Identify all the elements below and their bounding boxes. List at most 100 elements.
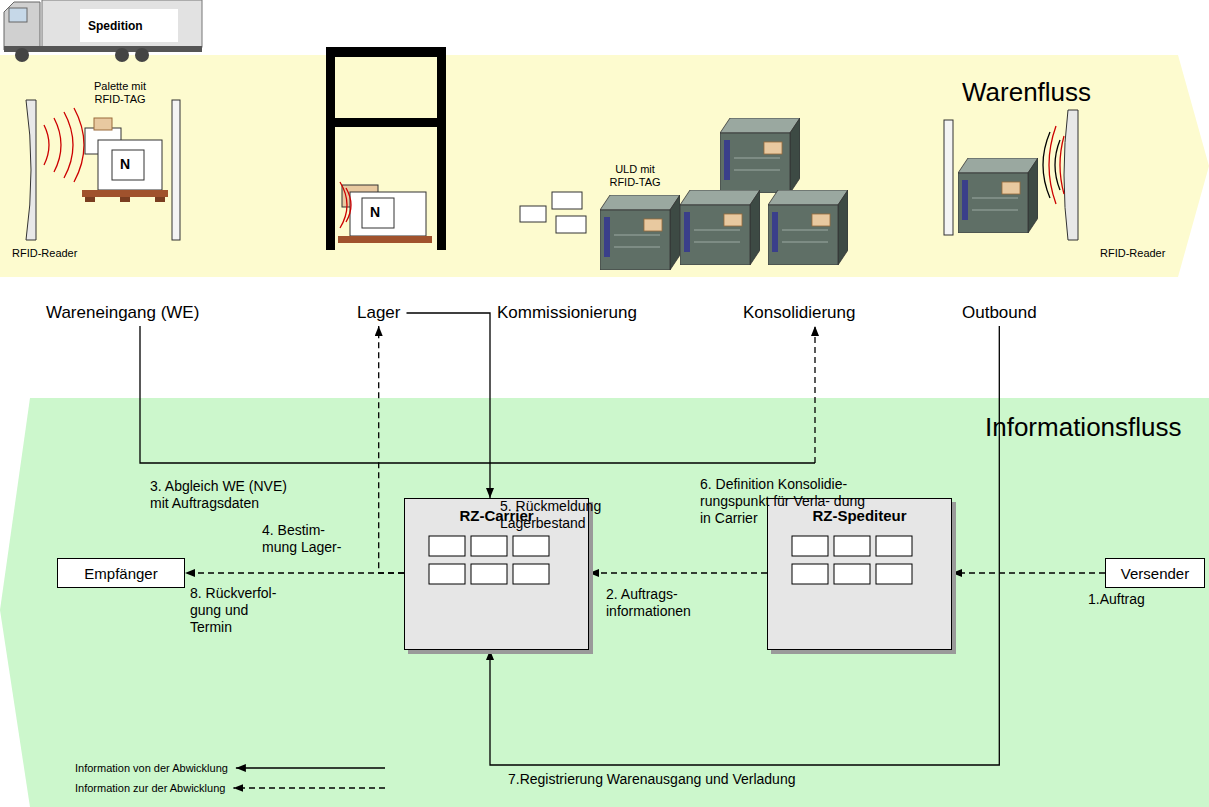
- drawing-part: [326, 47, 446, 57]
- drawing-part: [15, 48, 29, 62]
- server-slot: [792, 564, 828, 584]
- connector-line: [407, 313, 491, 498]
- drawing-part: [340, 182, 351, 228]
- drawing-part: [1064, 110, 1078, 240]
- drawing-part: [135, 48, 149, 62]
- server-slot: [429, 564, 465, 584]
- legend-sample: [233, 787, 385, 788]
- stage-name: Outbound: [962, 303, 1037, 323]
- connector-line: [140, 326, 815, 463]
- drawing-part: [338, 236, 432, 243]
- drawing-part: [350, 192, 426, 236]
- drawing-part: [155, 197, 165, 202]
- flow-arrow: [490, 326, 999, 765]
- drawing-part: [326, 118, 446, 127]
- drawing-part: [44, 108, 84, 182]
- server-slot: [792, 536, 828, 556]
- flow-band: InformationsflussRZ-CarrierRZ-SpediteurE…: [0, 398, 1209, 807]
- note-label: RFID-Reader: [1100, 247, 1165, 260]
- flow-arrow: [379, 326, 404, 573]
- drawing-part: [82, 190, 168, 197]
- stage-name: Kommissionierung: [497, 303, 637, 323]
- drawing-part: [42, 0, 202, 47]
- connector-line: [490, 326, 999, 765]
- server-slot: [513, 536, 549, 556]
- stage-name: Konsolidierung: [743, 303, 855, 323]
- edge-label: 5. Rückmeldung Lagerbestand: [500, 498, 625, 532]
- uld-container: [600, 195, 680, 270]
- band-fill: [0, 398, 1209, 807]
- stage-label: Lager: [357, 303, 400, 323]
- flow-arrow: [589, 573, 767, 574]
- drawing-part: [120, 197, 130, 202]
- storage-rack: [326, 47, 446, 250]
- uld-container: [680, 190, 760, 265]
- drawing-part: [85, 197, 95, 202]
- drawing-part: [4, 2, 40, 50]
- stage-label: Konsolidierung: [743, 303, 855, 323]
- connector-line: [379, 326, 404, 573]
- drawing-part: [9, 8, 27, 22]
- stage-label: Kommissionierung: [497, 303, 637, 323]
- flow-arrow: [140, 326, 815, 463]
- legend-text: Information von der Abwicklung: [75, 762, 228, 774]
- stage-label: Outbound: [962, 303, 1037, 323]
- drawing-part: [362, 198, 394, 228]
- note-label: N: [120, 156, 130, 173]
- box-text: Spedition: [88, 19, 143, 33]
- server-slot: [471, 536, 507, 556]
- note-label: N: [370, 204, 380, 221]
- edge-label: 7.Registrierung Warenausgang und Verladu…: [508, 771, 795, 788]
- connector-line: [952, 572, 1105, 573]
- band-fill: [0, 55, 1209, 277]
- server-slot: [876, 564, 912, 584]
- truck: [4, 0, 202, 62]
- rfid-gate-out: [944, 110, 1078, 240]
- uld-container: [720, 118, 800, 193]
- text-box: Empfänger: [57, 558, 185, 588]
- drawing-part: [26, 100, 36, 240]
- server-grid: [428, 535, 558, 595]
- server-slot: [876, 536, 912, 556]
- drawing-part: [98, 140, 162, 190]
- legend-sample: [236, 767, 385, 768]
- flow-arrow: [185, 573, 404, 574]
- note-label: Palette mit RFID-TAG: [78, 80, 162, 106]
- drawing-part: [4, 46, 202, 52]
- server-grid: [791, 535, 921, 595]
- rfid-gate-in: [26, 100, 180, 240]
- stage-name: Lager: [357, 303, 400, 323]
- note-label: 6. Definition Konsolidie- rungspunkt für…: [700, 476, 878, 526]
- computing-center-box: RZ-Spediteur: [767, 498, 952, 650]
- server-slot: [429, 536, 465, 556]
- drawing-part: [112, 150, 144, 180]
- server-slot: [834, 536, 870, 556]
- edge-label: 8. Rückverfol- gung und Termin: [190, 585, 290, 635]
- drawing-part: [115, 48, 129, 62]
- edge-label: 2. Auftrags- informationen: [606, 586, 721, 620]
- band-title: Informationsfluss: [985, 412, 1182, 443]
- edge-label: 1.Auftrag: [1088, 591, 1145, 608]
- server-slot: [834, 564, 870, 584]
- note-label: ULD mit RFID-TAG: [603, 163, 667, 189]
- drawing-part: [1049, 126, 1064, 204]
- box-text: Empfänger: [84, 565, 157, 582]
- stage-label: Wareneingang (WE): [46, 303, 199, 323]
- flow-arrow: [952, 573, 1105, 574]
- edge-label: 4. Bestim- mung Lager-: [262, 522, 348, 556]
- server-slot: [471, 564, 507, 584]
- uld-container: [958, 158, 1038, 233]
- connector-line: [589, 572, 767, 573]
- text-box: Spedition: [80, 9, 178, 42]
- band-title: Warenfluss: [962, 77, 1091, 108]
- drawing-part: [552, 192, 582, 209]
- drawing-part: [326, 47, 335, 250]
- box-text: Versender: [1121, 565, 1189, 582]
- legend-text: Information zur der Abwicklung: [75, 782, 225, 794]
- server-slot: [513, 564, 549, 584]
- drawing-part: [172, 100, 180, 240]
- note-label: RFID-Reader: [12, 247, 77, 260]
